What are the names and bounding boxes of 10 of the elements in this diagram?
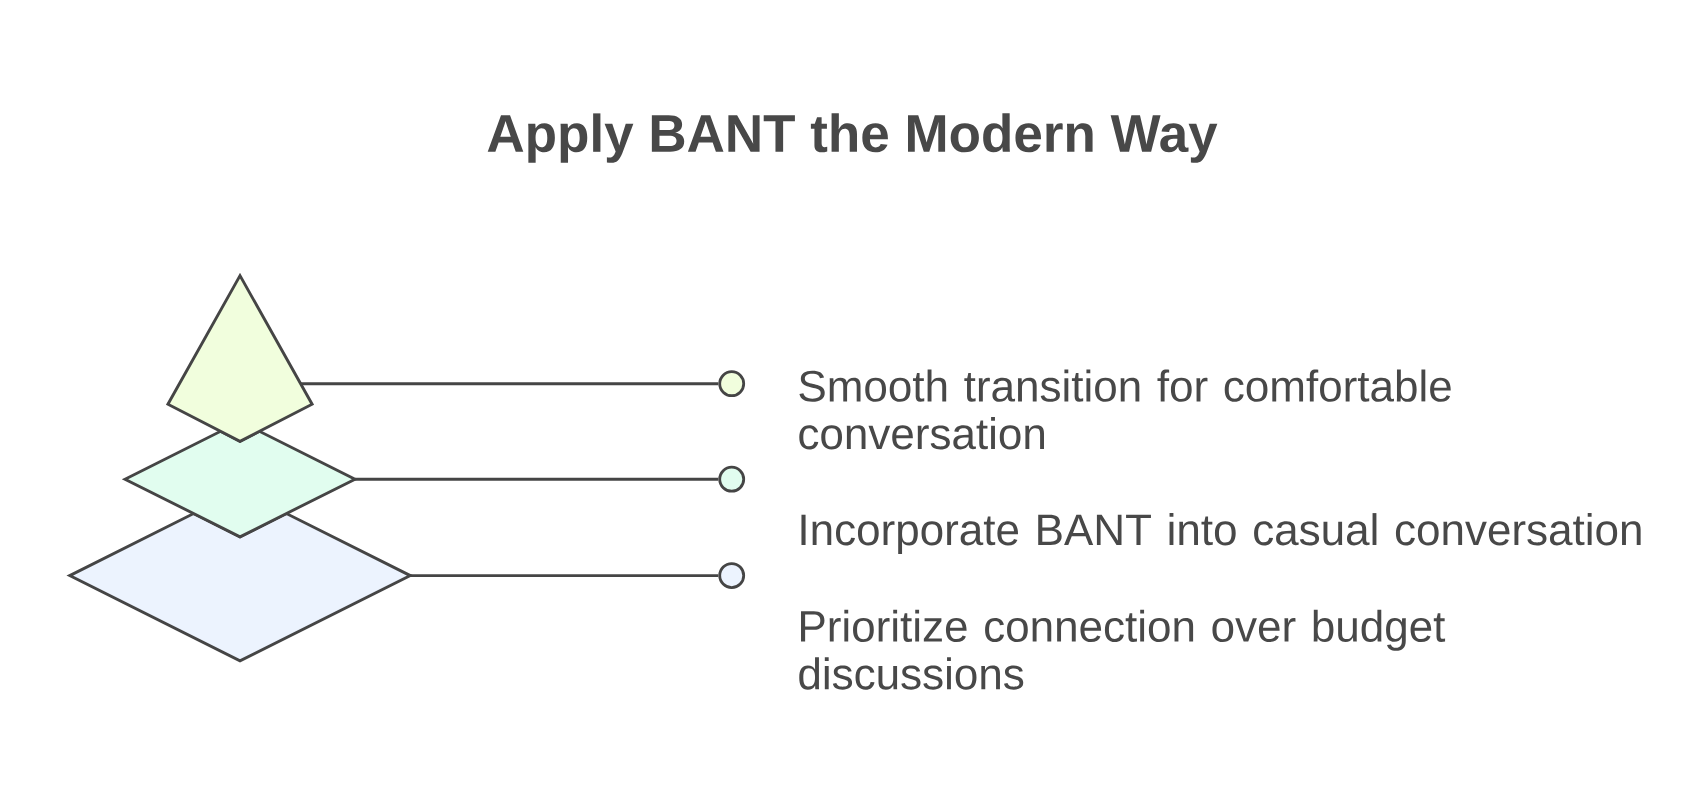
title: Apply BANT the Modern Way <box>487 113 1218 163</box>
description-text: Prioritize connection over budget discussions <box>799 609 1446 690</box>
circle-marker <box>718 370 746 398</box>
circle-marker <box>718 465 746 493</box>
connector-line <box>355 477 719 481</box>
description-text: Incorporate BANT into casual conversation <box>801 513 1641 555</box>
description-text: Smooth transition for comfortable conversation <box>799 369 1451 450</box>
circle-marker <box>718 562 746 589</box>
connector-line <box>300 382 719 386</box>
connector-line <box>410 574 719 578</box>
